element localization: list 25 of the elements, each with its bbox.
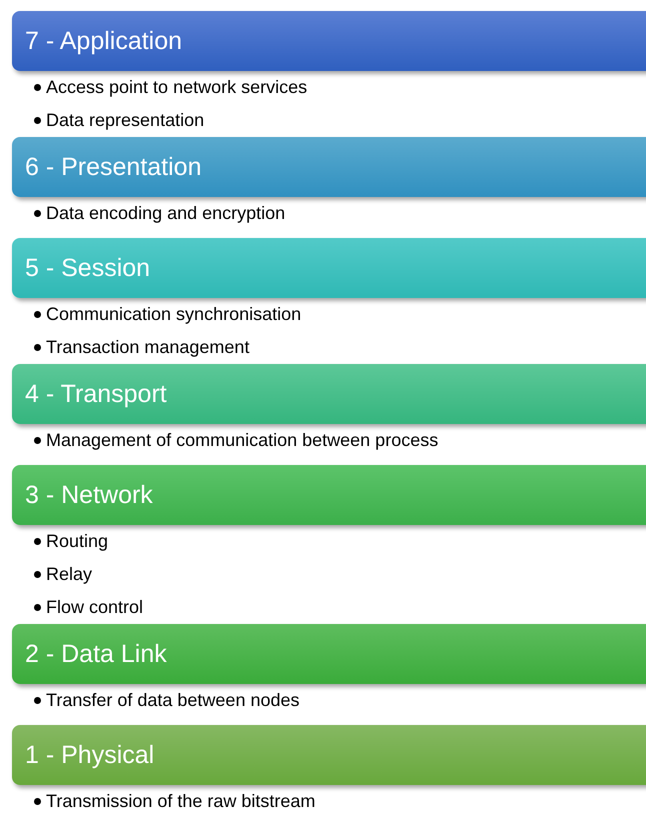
- bullet-text: Transfer of data between nodes: [46, 690, 300, 711]
- layer-band: [12, 137, 646, 197]
- layer-title: 6 - Presentation: [25, 152, 202, 182]
- bullet-text: Routing: [46, 531, 108, 552]
- bullet-text: Data representation: [46, 110, 204, 131]
- layer-title: 2 - Data Link: [25, 640, 167, 668]
- layer-title: 1 - Physical: [25, 740, 154, 770]
- bullet-text: Access point to network services: [46, 77, 308, 98]
- bullet-text: Communication synchronisation: [46, 304, 302, 325]
- layer-band: [12, 465, 646, 525]
- layer-title: 3 - Network: [25, 480, 153, 510]
- bullet-text: Data encoding and encryption: [46, 203, 286, 224]
- layer-band: [12, 364, 646, 424]
- layer-band: [12, 725, 646, 785]
- bullet-text: Relay: [46, 564, 92, 585]
- bullet-text: Transaction management: [46, 337, 250, 358]
- bullet-text: Flow control: [46, 597, 144, 618]
- bullet-text: Transmission of the raw bitstream: [46, 791, 316, 812]
- layer-band: [12, 238, 646, 298]
- layer-title: 7 - Application: [25, 26, 182, 56]
- layer-band: [12, 624, 646, 684]
- layer-title: 5 - Session: [25, 254, 150, 282]
- layer-band: [12, 11, 646, 71]
- layer-title: 4 - Transport: [25, 380, 167, 408]
- bullet-text: Management of communication between process: [46, 430, 438, 451]
